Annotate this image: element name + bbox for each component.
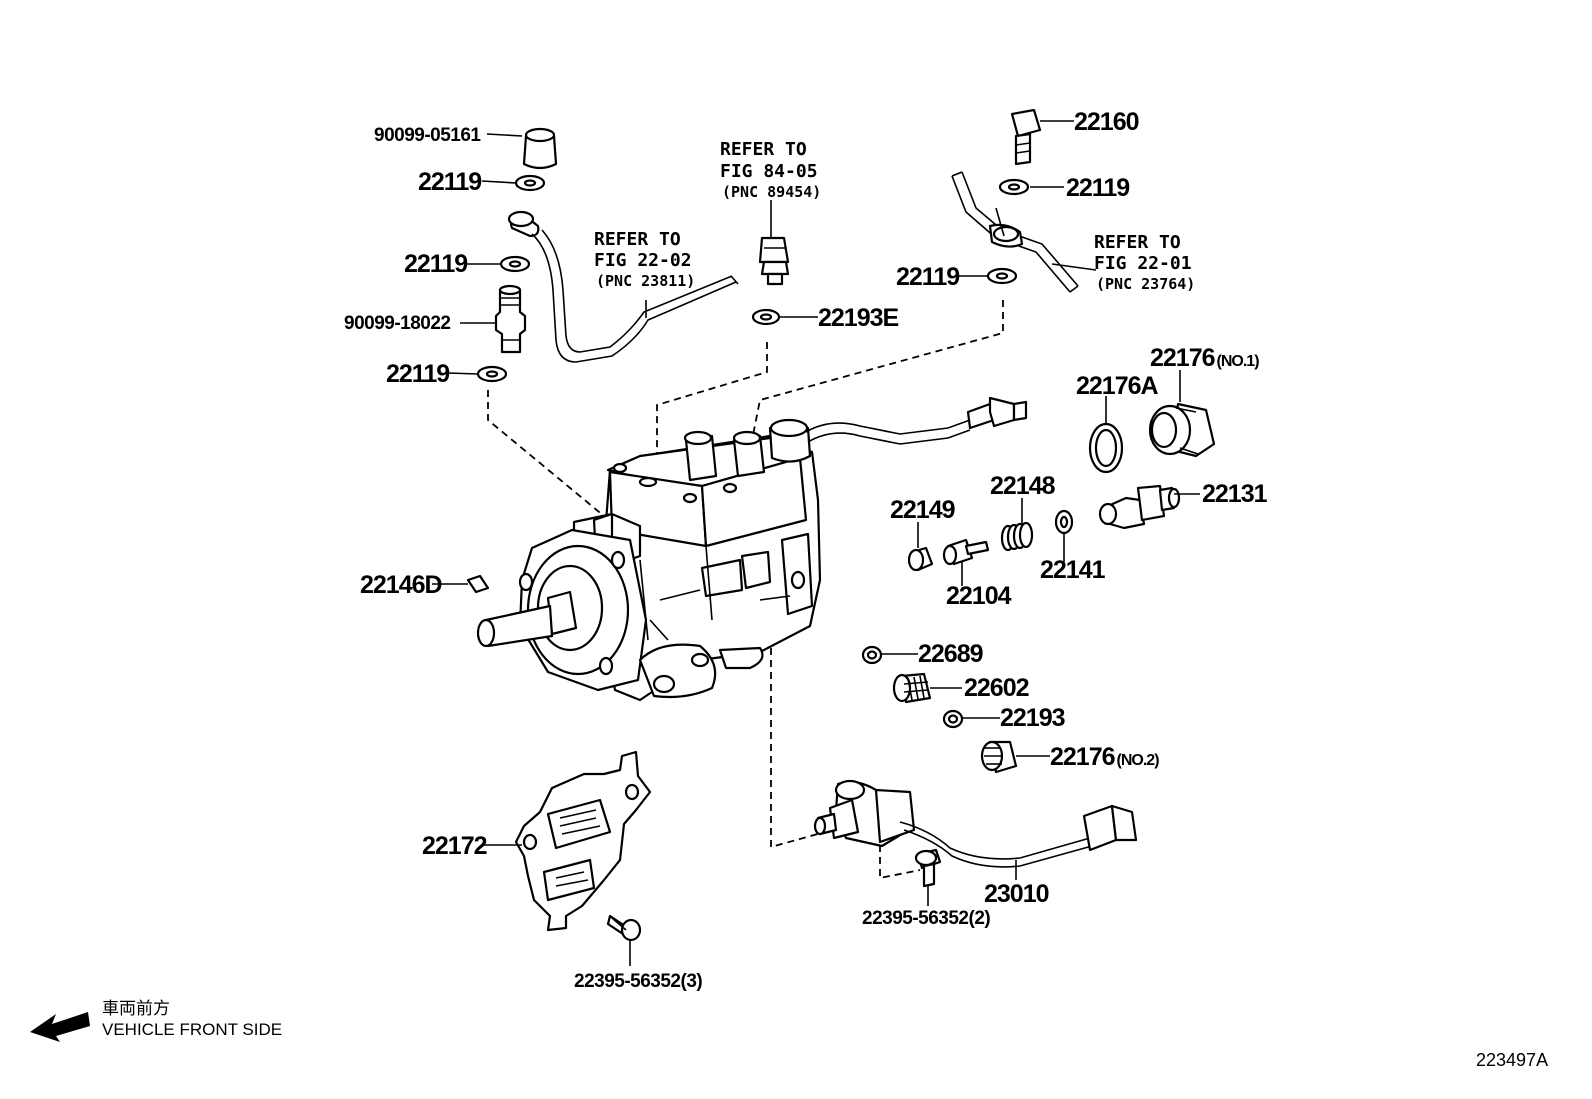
vehicle-front-cjk: 車両前方 — [102, 999, 170, 1018]
label-22602[interactable]: 22602 — [964, 674, 1030, 702]
part-labels: 90099-05161 22119 22119 90099-18022 2211… — [102, 108, 1548, 1070]
pump-wire-harness[interactable] — [805, 396, 1028, 445]
label-22176a[interactable]: 22176A — [1076, 372, 1160, 400]
refer-22-01-line1: REFER TO — [1094, 232, 1181, 253]
label-22131[interactable]: 22131 — [1202, 480, 1269, 508]
label-22148[interactable]: 22148 — [990, 472, 1057, 500]
cap-22149[interactable] — [907, 546, 934, 572]
woodruff-key-22146d[interactable] — [466, 574, 490, 594]
plug-22176-no1[interactable] — [1148, 402, 1216, 458]
refer-22-02-line2: FIG 22-02 — [594, 250, 692, 271]
label-22104[interactable]: 22104 — [946, 582, 1013, 610]
washer-22119-b[interactable] — [499, 255, 531, 273]
valve-22131[interactable] — [1098, 484, 1181, 530]
label-22689[interactable]: 22689 — [918, 640, 984, 668]
label-22193[interactable]: 22193 — [1000, 704, 1066, 732]
pressure-sensor[interactable] — [758, 200, 790, 286]
label-22172[interactable]: 22172 — [422, 832, 488, 860]
label-22395-56352-3[interactable]: 22395-56352(3) — [574, 971, 703, 992]
cap-nut-90099-05161[interactable] — [522, 127, 558, 170]
label-22119-e[interactable]: 22119 — [896, 263, 960, 291]
vehicle-front-arrow-icon — [30, 1012, 90, 1042]
refer-84-05-line2: FIG 84-05 — [720, 161, 818, 182]
o-ring-22193[interactable] — [942, 709, 964, 729]
o-ring-22176a[interactable] — [1088, 422, 1124, 474]
vehicle-front-english: VEHICLE FRONT SIDE — [102, 1020, 282, 1039]
label-22119-d[interactable]: 22119 — [1066, 174, 1130, 202]
label-22160[interactable]: 22160 — [1074, 108, 1140, 136]
label-22141[interactable]: 22141 — [1040, 556, 1107, 584]
o-ring-22689[interactable] — [861, 645, 883, 665]
label-90099-05161[interactable]: 90099-05161 — [374, 125, 482, 146]
piston-22104[interactable] — [942, 538, 990, 566]
washer-22119-a[interactable] — [514, 174, 546, 192]
union-bolt-90099-18022[interactable] — [494, 284, 527, 354]
refer-84-05-line1: REFER TO — [720, 139, 807, 160]
fuel-pipe-left[interactable] — [507, 210, 739, 363]
label-22193e[interactable]: 22193E — [818, 304, 900, 332]
plug-22176-no2[interactable] — [980, 740, 1018, 774]
assembly-dashed-lines — [487, 300, 1004, 880]
washer-22141[interactable] — [1054, 509, 1074, 535]
refer-22-01-line2: FIG 22-01 — [1094, 253, 1192, 274]
injection-pump-body[interactable] — [476, 418, 822, 702]
label-22119-c[interactable]: 22119 — [386, 360, 450, 388]
label-22146d[interactable]: 22146D — [360, 571, 443, 599]
label-22119-a[interactable]: 22119 — [418, 168, 482, 196]
label-22119-b[interactable]: 22119 — [404, 250, 468, 278]
washer-22193e[interactable] — [751, 308, 781, 326]
spring-22148[interactable] — [1000, 521, 1034, 552]
label-23010[interactable]: 23010 — [984, 880, 1050, 908]
bolt-22160[interactable] — [1010, 108, 1042, 166]
leader-lines — [432, 120, 1200, 966]
washer-22119-c[interactable] — [476, 365, 508, 383]
label-22176-no1[interactable]: 22176(NO.1) — [1150, 344, 1260, 372]
label-22176-no2[interactable]: 22176(NO.2) — [1050, 743, 1160, 771]
refer-22-02-line1: REFER TO — [594, 229, 681, 250]
refer-84-05-line3: (PNC 89454) — [722, 183, 821, 201]
refer-22-02-line3: (PNC 23811) — [596, 272, 695, 290]
diagram-id: 223497A — [1476, 1050, 1548, 1070]
solenoid-valve-23010[interactable] — [813, 779, 1138, 868]
gasket-22172[interactable] — [514, 750, 652, 932]
label-90099-18022[interactable]: 90099-18022 — [344, 313, 451, 334]
filter-22602[interactable] — [892, 672, 932, 704]
label-22395-56352-2[interactable]: 22395-56352(2) — [862, 908, 991, 929]
label-22149[interactable]: 22149 — [890, 496, 956, 524]
screw-22395-56352-3[interactable] — [606, 914, 642, 942]
washer-22119-e[interactable] — [986, 267, 1018, 285]
refer-22-01-line3: (PNC 23764) — [1096, 275, 1195, 293]
screw-22395-56352-2[interactable] — [914, 848, 942, 888]
washer-22119-d[interactable] — [998, 178, 1030, 196]
fuel-pipe-right[interactable] — [951, 171, 1097, 293]
